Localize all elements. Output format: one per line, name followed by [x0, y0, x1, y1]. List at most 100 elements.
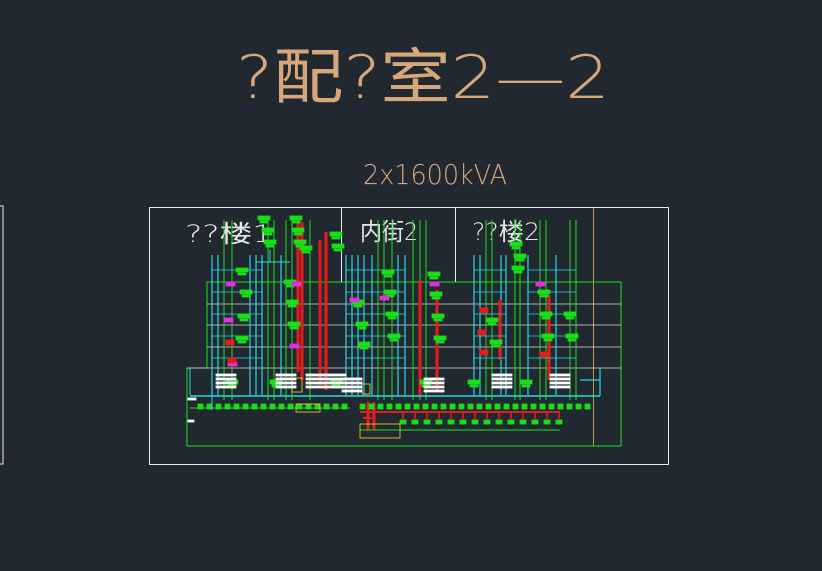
breaker	[323, 403, 330, 410]
breaker	[377, 403, 384, 410]
tiny-label	[275, 385, 297, 389]
device-cluster	[539, 294, 549, 298]
device-cluster	[357, 326, 367, 330]
tiny-label	[341, 381, 363, 385]
breaker	[557, 403, 564, 410]
breaker	[431, 403, 438, 410]
breaker	[242, 403, 249, 410]
breaker	[458, 403, 465, 410]
device-cluster	[431, 296, 441, 300]
yellow-switchgear	[359, 423, 401, 439]
device-cluster	[435, 340, 445, 344]
device-cluster	[511, 265, 525, 271]
device-cluster	[489, 339, 503, 345]
device-cluster	[543, 338, 553, 342]
breaker	[278, 403, 285, 410]
device-cluster	[537, 289, 551, 295]
device-cluster	[359, 346, 369, 350]
tiny-label	[549, 373, 571, 377]
device-cluster	[565, 316, 575, 320]
tiny-label	[305, 373, 327, 377]
device-cluster	[431, 313, 445, 319]
breaker	[584, 403, 591, 410]
tiny-label	[305, 385, 327, 389]
red-marker	[225, 339, 235, 346]
device-cluster	[511, 246, 521, 250]
device-cluster	[541, 333, 555, 339]
magenta-marker	[535, 281, 546, 287]
device-cluster	[433, 335, 447, 341]
device-cluster	[513, 270, 523, 274]
device-cluster	[263, 232, 273, 236]
breaker	[224, 403, 231, 410]
device-cluster	[387, 316, 397, 320]
device-cluster	[299, 245, 313, 251]
breaker	[251, 403, 258, 410]
device-cluster	[485, 317, 499, 323]
device-cluster	[237, 340, 247, 344]
breaker	[548, 403, 555, 410]
breaker	[449, 403, 456, 410]
breaker	[314, 403, 321, 410]
device-cluster	[519, 379, 533, 385]
device-cluster	[289, 215, 303, 221]
breaker	[543, 419, 551, 425]
breaker	[530, 403, 537, 410]
breaker	[305, 403, 312, 410]
device-cluster	[239, 318, 249, 322]
breaker	[447, 419, 455, 425]
tiny-label	[491, 385, 513, 389]
device-cluster	[487, 322, 497, 326]
device-cluster	[491, 344, 501, 348]
tiny-label	[325, 373, 347, 377]
tiny-label	[341, 385, 363, 389]
riser-schematic	[187, 215, 601, 439]
breaker	[507, 419, 515, 425]
device-cluster	[257, 215, 271, 221]
yellow-switchgear	[361, 383, 371, 395]
breaker	[485, 403, 492, 410]
breaker	[459, 419, 467, 425]
breaker	[260, 403, 267, 410]
device-cluster	[331, 243, 345, 249]
device-cluster	[541, 316, 551, 320]
breaker	[413, 403, 420, 410]
sheet-frame	[149, 207, 669, 465]
device-cluster	[515, 258, 525, 262]
device-cluster	[289, 326, 299, 330]
device-cluster	[355, 321, 369, 327]
breaker	[341, 403, 348, 410]
device-cluster	[429, 276, 439, 280]
tiny-label	[341, 389, 363, 393]
tiny-label	[215, 381, 237, 385]
breaker	[435, 419, 443, 425]
breaker	[422, 403, 429, 410]
device-cluster	[291, 227, 305, 233]
zone-label-1: ??楼1	[185, 220, 273, 248]
device-cluster	[261, 227, 275, 233]
device-cluster	[301, 250, 311, 254]
yellow-switchgear	[295, 403, 321, 413]
tiny-label	[341, 377, 363, 381]
breaker	[531, 419, 539, 425]
magenta-marker	[349, 297, 360, 303]
breaker	[555, 419, 563, 425]
breaker	[476, 403, 483, 410]
tiny-label	[549, 377, 571, 381]
device-cluster	[293, 239, 307, 245]
breaker	[494, 403, 501, 410]
device-cluster	[383, 274, 393, 278]
breaker	[206, 403, 213, 410]
tiny-label	[275, 381, 297, 385]
red-marker	[477, 329, 487, 336]
device-cluster	[287, 304, 297, 308]
breaker	[521, 403, 528, 410]
device-cluster	[429, 291, 443, 297]
device-cluster	[509, 241, 523, 247]
tiny-label	[215, 385, 237, 389]
tiny-label	[549, 385, 571, 389]
device-cluster	[389, 338, 399, 342]
tiny-label	[187, 397, 197, 401]
magenta-marker	[225, 281, 236, 287]
